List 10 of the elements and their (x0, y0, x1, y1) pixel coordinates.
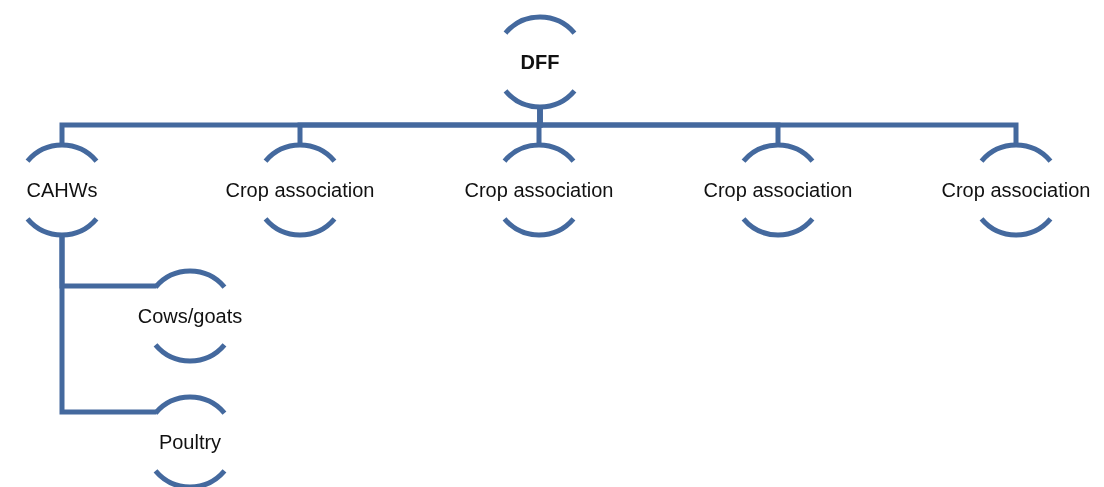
node-label: Crop association (703, 178, 853, 202)
node-label: Crop association (464, 178, 614, 202)
node-label: DFF (520, 50, 560, 74)
node-label: CAHWs (26, 178, 98, 202)
node-label: Cows/goats (137, 304, 243, 328)
node-label: Crop association (225, 178, 375, 202)
node-label: Poultry (158, 430, 222, 454)
connector-line (59, 235, 157, 415)
connector-line (537, 107, 1019, 145)
node-label: Crop association (941, 178, 1091, 202)
